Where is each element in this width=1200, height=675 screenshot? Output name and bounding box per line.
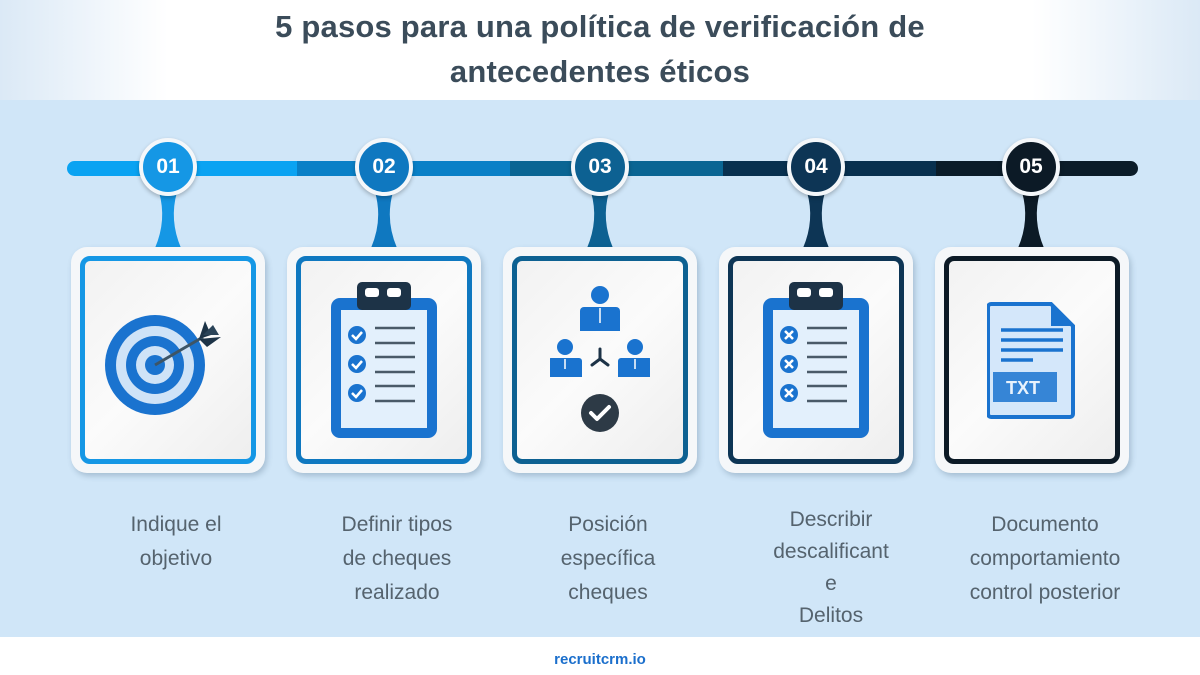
- step-number: 01: [156, 155, 180, 178]
- label-line: control posterior: [969, 581, 1121, 604]
- svg-text:TXT: TXT: [1006, 378, 1040, 398]
- step-label-3: Posición específica cheques: [498, 508, 718, 610]
- step-badge-4: 04: [787, 138, 845, 196]
- label-line: Delitos: [798, 604, 864, 627]
- title-line-1: 5 pasos para una política de verificació…: [275, 9, 925, 44]
- label-line: Describir: [789, 508, 873, 531]
- title-area: 5 pasos para una política de verificació…: [0, 0, 1200, 100]
- label-line: Definir tipos: [341, 513, 453, 536]
- step-label-2: Definir tipos de cheques realizado: [287, 508, 507, 610]
- step-label-5: Documento comportamiento control posteri…: [935, 508, 1155, 610]
- label-line: específica: [560, 547, 656, 570]
- label-line: Documento: [991, 513, 1099, 536]
- team-hierarchy-check-icon: [550, 286, 650, 432]
- step-number: 03: [588, 155, 612, 178]
- step-card-3: [503, 247, 697, 473]
- clipboard-check-icon: [331, 282, 437, 438]
- clipboard-x-icon: [763, 282, 869, 438]
- connector-5: [1018, 192, 1044, 248]
- step-label-4: Describir descalificant e Delitos: [721, 504, 941, 632]
- connector-4: [803, 192, 829, 248]
- label-line: e: [825, 572, 837, 595]
- title-line-2: antecedentes éticos: [449, 54, 751, 89]
- label-line: comportamiento: [969, 547, 1121, 570]
- target-icon: [105, 315, 221, 415]
- footer-brand: recruitcrm.io: [0, 637, 1200, 675]
- step-badge-1: 01: [139, 138, 197, 196]
- step-badge-2: 02: [355, 138, 413, 196]
- step-card-1: [71, 247, 265, 473]
- label-line: Posición: [568, 513, 648, 536]
- step-number: 02: [372, 155, 396, 178]
- txt-document-icon: TXT: [987, 302, 1075, 419]
- step-number: 04: [804, 155, 828, 178]
- step-card-4: [719, 247, 913, 473]
- step-badge-3: 03: [571, 138, 629, 196]
- page-title: 5 pasos para una política de verificació…: [0, 4, 1200, 94]
- step-card-5: TXT: [935, 247, 1129, 473]
- label-line: descalificant: [773, 540, 889, 563]
- step-number: 05: [1019, 155, 1043, 178]
- connector-3: [587, 192, 613, 248]
- step-card-2: [287, 247, 481, 473]
- label-line: de cheques: [342, 547, 452, 570]
- connector-1: [155, 192, 181, 248]
- label-line: Indique el: [130, 513, 222, 536]
- brand-text: recruitcrm.io: [554, 651, 646, 668]
- label-line: objetivo: [139, 547, 213, 570]
- connector-2: [371, 192, 397, 248]
- label-line: cheques: [568, 581, 648, 604]
- step-badge-5: 05: [1002, 138, 1060, 196]
- step-label-1: Indique el objetivo: [66, 508, 286, 576]
- label-line: realizado: [354, 581, 440, 604]
